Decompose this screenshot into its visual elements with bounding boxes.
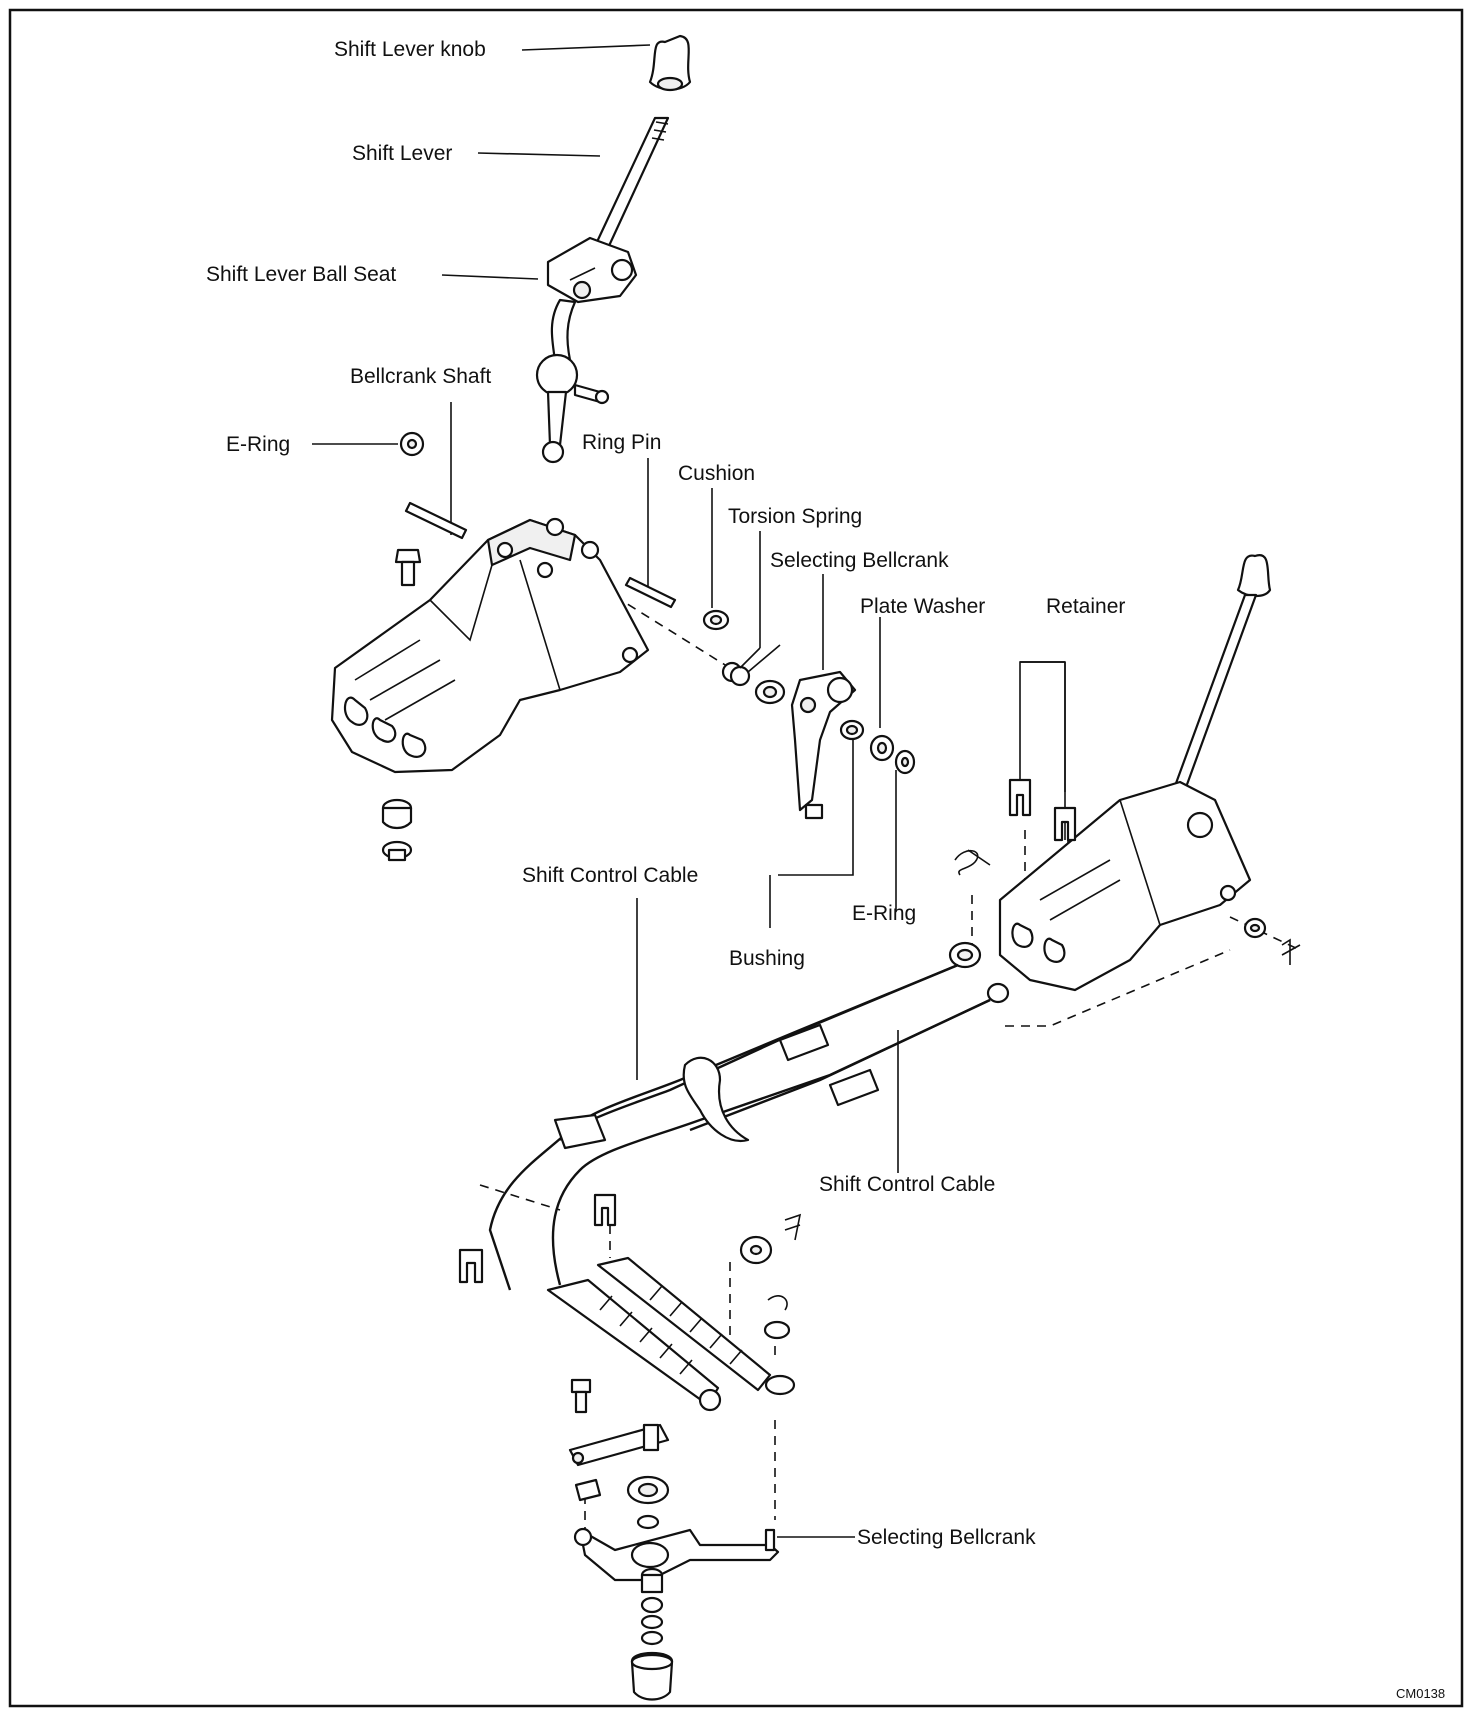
label-cushion: Cushion	[678, 462, 756, 485]
label-shift-lever-knob: Shift Lever knob	[334, 38, 486, 61]
base-grommet	[381, 798, 413, 862]
bolt-bottom-mid	[642, 1423, 660, 1452]
leader-lines	[312, 44, 1066, 1538]
retainer-bottom-1	[593, 1193, 617, 1227]
clip-bottom-2	[767, 1295, 788, 1311]
selecting-bellcrank-bottom	[573, 1527, 780, 1582]
label-e-ring-mid: E-Ring	[852, 902, 917, 925]
washer-far-right	[1243, 917, 1267, 939]
cable-end-right	[986, 982, 1010, 1004]
washer-bottom-top	[739, 1235, 773, 1265]
ring-pin	[624, 576, 677, 609]
bolt-bottom-left	[570, 1378, 592, 1414]
label-torsion-spring: Torsion Spring	[728, 505, 863, 528]
shift-control-cables	[488, 963, 991, 1291]
clip-right	[954, 849, 991, 876]
label-shift-control-cable-left: Shift Control Cable	[522, 864, 699, 887]
bushing-mid	[839, 719, 865, 741]
label-selecting-bellcrank-bottom: Selecting Bellcrank	[857, 1526, 1036, 1549]
label-selecting-bellcrank-top: Selecting Bellcrank	[770, 549, 949, 572]
label-e-ring-top: E-Ring	[226, 433, 291, 456]
seal-bottom	[626, 1475, 670, 1505]
shift-lever	[594, 116, 670, 250]
clip-far-right	[1281, 938, 1301, 965]
label-shift-control-cable-right: Shift Control Cable	[819, 1173, 996, 1196]
shift-lever-knob	[648, 34, 692, 92]
bushing-stack-top	[636, 1514, 660, 1530]
label-ring-pin: Ring Pin	[582, 431, 662, 454]
lower-lever-ball	[535, 298, 610, 464]
cushion	[702, 609, 730, 631]
e-ring-top	[399, 431, 425, 457]
label-retainer: Retainer	[1046, 595, 1126, 618]
cable-bellows	[546, 1256, 796, 1412]
figure-code: CM0138	[1396, 1686, 1446, 1701]
bottom-cap	[630, 1652, 674, 1701]
shift-lever-ball-seat	[546, 236, 638, 304]
retainer-bottom-2	[458, 1248, 484, 1284]
selecting-bellcrank-top	[790, 670, 857, 820]
frame-border	[8, 8, 1464, 1708]
bellcrank-shaft	[404, 501, 468, 540]
assembly-dashed-lines	[479, 561, 1301, 1545]
e-ring-mid	[894, 749, 916, 775]
cable-end-bushing	[948, 941, 982, 969]
retainer-right-1	[1008, 778, 1032, 817]
bottom-nut-stack	[640, 1567, 664, 1646]
retainer-right-2	[1053, 806, 1077, 842]
label-shift-lever: Shift Lever	[352, 142, 453, 165]
bolt-top-left	[394, 548, 422, 587]
bushing-top	[754, 679, 786, 705]
washer-bottom-mid	[763, 1320, 791, 1340]
shifter-base-housing	[330, 517, 650, 774]
label-bushing: Bushing	[729, 947, 805, 970]
label-plate-washer: Plate Washer	[860, 595, 986, 618]
clip-bottom-1	[784, 1213, 802, 1241]
label-shift-lever-ball-seat: Shift Lever Ball Seat	[206, 263, 397, 286]
plate-washer	[869, 734, 895, 762]
square-bushing	[574, 1478, 602, 1502]
label-bellcrank-shaft: Bellcrank Shaft	[350, 365, 492, 388]
right-shifter-assembly	[998, 554, 1272, 992]
torsion-spring	[721, 644, 781, 687]
